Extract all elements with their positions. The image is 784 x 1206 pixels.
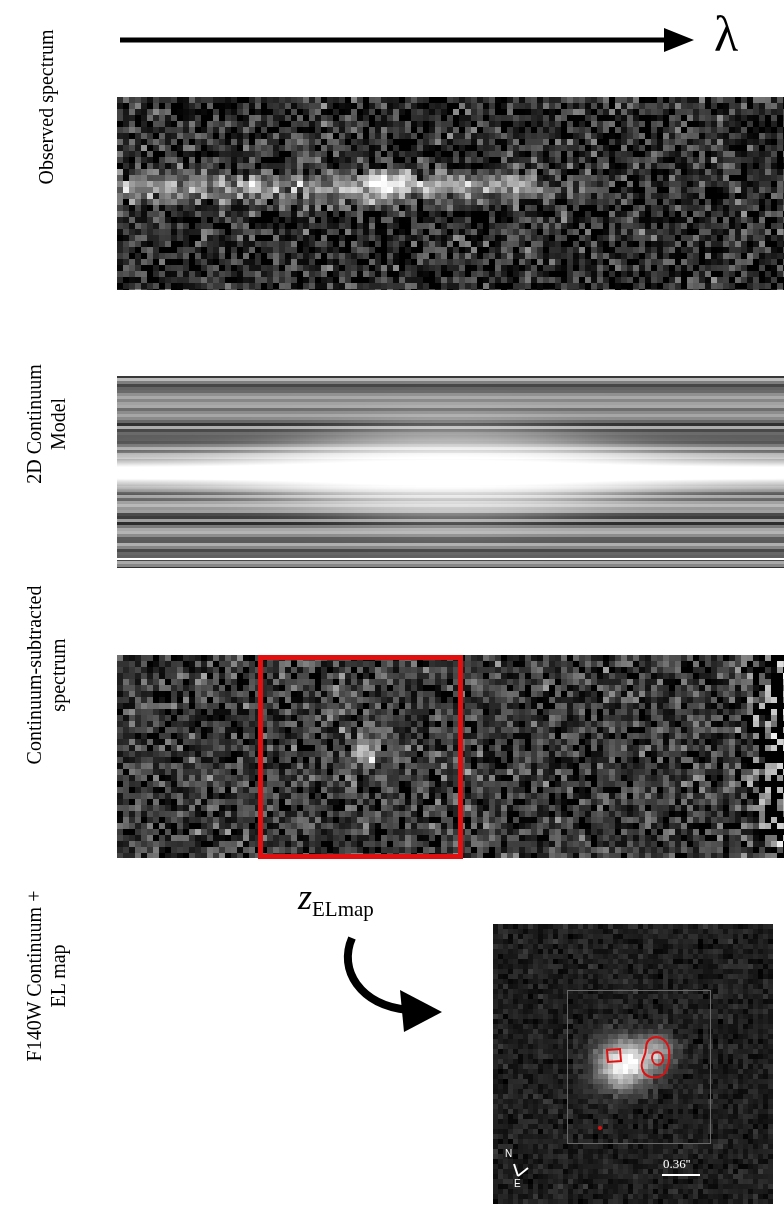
wavelength-symbol: λ [714,4,738,64]
scale-label: 0.36'' [663,1156,690,1171]
observed-spectrum-image [117,97,784,290]
row-label: 2D Continuum Model [22,354,70,494]
wavelength-arrow [120,38,672,43]
f140w-image [493,924,773,1204]
scale-bar [662,1174,700,1176]
row-label: F140W Continuum + EL map [22,886,70,1066]
arrow-head [400,990,442,1032]
curved-arrow [348,938,408,1010]
compass-letter: N [505,1148,512,1160]
continuum-subtracted-image [117,655,784,858]
redshift-subscript: ELmap [312,897,374,921]
emission-contour [607,1049,621,1062]
continuum-model-image [117,372,784,568]
arrow-head [664,28,694,52]
selection-box [261,658,461,857]
emission-contour [652,1052,663,1065]
redshift-symbol: z [298,877,312,917]
compass-letter: E [514,1178,521,1190]
redshift-label: zELmap [298,876,374,918]
cutout-box [568,991,711,1144]
contour-dot [598,1126,602,1130]
row-label: Continuum-subtracted spectrum [22,570,70,780]
emission-contour [642,1037,670,1077]
compass-east [518,1168,528,1176]
compass-north [514,1164,518,1176]
row-label: Observed spectrum [34,7,58,207]
